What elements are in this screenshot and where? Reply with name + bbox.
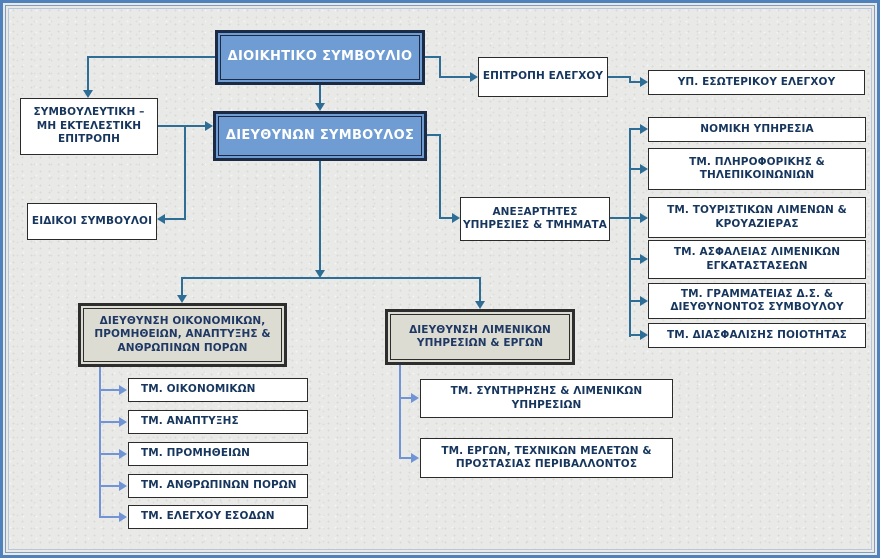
arrowhead-security-right	[640, 254, 648, 264]
connector-division-finance-v	[181, 279, 183, 296]
node-secretariat-dept: ΤΜ. ΓΡΑΜΜΑΤΕΙΑΣ Δ.Σ. & ΔΙΕΥΘΥΝΟΝΤΟΣ ΣΥΜΒ…	[648, 283, 866, 319]
node-division-finance: ΔΙΕΥΘΥΝΣΗ ΟΙΚΟΝΟΜΙΚΩΝ, ΠΡΟΜΗΘΕΙΩΝ, ΑΝΑΠΤ…	[78, 303, 287, 367]
connector-security-h	[629, 258, 641, 260]
connector-finance-dept4-h	[99, 485, 120, 487]
node-tourist-ports-dept: ΤΜ. ΤΟΥΡΙΣΤΙΚΩΝ ΛΙΜΕΝΩΝ & ΚΡΟΥΑΖΙΕΡΑΣ	[648, 197, 866, 238]
arrowhead-internal-right	[640, 77, 648, 87]
arrowhead-ceo-left-right	[205, 121, 213, 131]
arrowhead-finance-dept4	[119, 481, 127, 491]
arrowhead-finance-dept3	[119, 449, 127, 459]
connector-secretariat-h	[629, 300, 641, 302]
connector-it-h	[629, 168, 641, 170]
arrowhead-finance-dept5	[119, 512, 127, 522]
arrowhead-advisory-down	[83, 90, 93, 98]
node-advisory-committee: ΣΥΜΒΟΥΛΕΥΤΙΚΗ – ΜΗ ΕΚΤΕΛΕΣΤΙΚΗ ΕΠΙΤΡΟΠΗ	[20, 98, 158, 155]
node-port-security-dept: ΤΜ. ΑΣΦΑΛΕΙΑΣ ΛΙΜΕΝΙΚΩΝ ΕΓΚΑΤΑΣΤΑΣΕΩΝ	[648, 240, 866, 279]
arrowhead-ceo-down	[315, 103, 325, 111]
connector-board-audit-h1	[425, 56, 441, 58]
arrowhead-tourist-right	[640, 213, 648, 223]
connector-port-spine-v	[399, 365, 401, 459]
node-special-advisors: ΕΙΔΙΚΟΙ ΣΥΜΒΟΥΛΟΙ	[27, 203, 157, 240]
connector-ceo-divisions-v	[319, 161, 321, 271]
arrowhead-independent-right	[452, 213, 460, 223]
connector-quality-h	[629, 334, 641, 336]
arrowhead-audit-right	[470, 72, 478, 82]
node-maintenance-dept: ΤΜ. ΣΥΝΤΗΡΗΣΗΣ & ΛΙΜΕΝΙΚΩΝ ΥΠΗΡΕΣΙΩΝ	[420, 379, 673, 418]
connector-division-port-v	[479, 279, 481, 302]
connector-port-dept2-h	[399, 457, 413, 459]
node-independent-services: ΑΝΕΞΑΡΤΗΤΕΣ ΥΠΗΡΕΣΙΕΣ & ΤΜΗΜΑΤΑ	[460, 197, 610, 241]
connector-ceo-independent-h1	[427, 134, 441, 136]
connector-advisory-ceo-h	[158, 125, 206, 127]
connector-audit-internal-v	[629, 76, 631, 83]
connector-board-audit-v	[439, 56, 441, 77]
connector-ceo-independent-h2	[439, 217, 454, 219]
arrowhead-port-dept1	[411, 393, 419, 403]
connector-finance-dept2-h	[99, 421, 120, 423]
connector-port-dept1-h	[399, 397, 413, 399]
node-division-port: ΔΙΕΥΘΥΝΣΗ ΛΙΜΕΝΙΚΩΝ ΥΠΗΡΕΣΙΩΝ & ΕΡΓΩΝ	[385, 309, 575, 365]
node-procurement-dept: ΤΜ. ΠΡΟΜΗΘΕΙΩΝ	[128, 442, 308, 466]
node-internal-audit: ΥΠ. ΕΣΩΤΕΡΙΚΟΥ ΕΛΕΓΧΟΥ	[648, 70, 865, 95]
node-development-dept: ΤΜ. ΑΝΑΠΤΥΞΗΣ	[128, 410, 308, 434]
node-hr-dept: ΤΜ. ΑΝΘΡΩΠΙΝΩΝ ΠΟΡΩΝ	[128, 474, 308, 498]
connector-ceo-independent-v	[439, 134, 441, 219]
connector-divisions-h	[181, 277, 481, 279]
arrowhead-it-right	[640, 164, 648, 174]
node-quality-assurance-dept: ΤΜ. ΔΙΑΣΦΑΛΙΣΗΣ ΠΟΙΟΤΗΤΑΣ	[648, 323, 866, 348]
connector-board-audit-h2	[439, 76, 471, 78]
arrowhead-finance-dept1	[119, 385, 127, 395]
arrowhead-special-advisors-left	[157, 214, 165, 224]
connector-legal-h	[629, 128, 641, 130]
arrowhead-port-dept2	[411, 453, 419, 463]
arrowhead-division-port-down	[475, 301, 485, 309]
connector-finance-spine-v	[99, 367, 101, 518]
node-it-telecom-dept: ΤΜ. ΠΛΗΡΟΦΟΡΙΚΗΣ & ΤΗΛΕΠΙΚΟΙΝΩΝΙΩΝ	[648, 148, 866, 190]
arrowhead-legal-right	[640, 124, 648, 134]
connector-board-advisory-v	[87, 56, 89, 90]
arrowhead-division-finance-down	[177, 295, 187, 303]
connector-special-advisors-v	[184, 125, 186, 220]
connector-board-ceo-v	[319, 85, 321, 104]
connector-audit-internal-h1	[608, 76, 631, 78]
connector-finance-dept3-h	[99, 453, 120, 455]
node-legal-service: ΝΟΜΙΚΗ ΥΠΗΡΕΣΙΑ	[648, 117, 866, 142]
node-finance-dept: ΤΜ. ΟΙΚΟΝΟΜΙΚΩΝ	[128, 378, 308, 402]
arrowhead-secretariat-right	[640, 296, 648, 306]
node-works-environment-dept: ΤΜ. ΕΡΓΩΝ, ΤΕΧΝΙΚΩΝ ΜΕΛΕΤΩΝ & ΠΡΟΣΤΑΣΙΑΣ…	[420, 438, 673, 478]
connector-special-advisors-h	[164, 218, 186, 220]
node-revenue-control-dept: ΤΜ. ΕΛΕΓΧΟΥ ΕΣΟΔΩΝ	[128, 505, 308, 529]
node-ceo: ΔΙΕΥΘΥΝΩΝ ΣΥΜΒΟΥΛΟΣ	[213, 111, 427, 161]
connector-finance-dept1-h	[99, 389, 120, 391]
connector-tourist-h	[629, 217, 641, 219]
arrowhead-divisions-junction-down	[315, 270, 325, 278]
node-board: ΔΙΟΙΚΗΤΙΚΟ ΣΥΜΒΟΥΛΙΟ	[215, 30, 425, 85]
connector-right-spine-v	[629, 128, 631, 337]
connector-independent-spine-h	[610, 217, 631, 219]
node-audit-committee: ΕΠΙΤΡΟΠΗ ΕΛΕΓΧΟΥ	[478, 57, 608, 97]
arrowhead-quality-right	[640, 330, 648, 340]
connector-board-advisory-h	[88, 56, 215, 58]
connector-finance-dept5-h	[99, 516, 120, 518]
arrowhead-finance-dept2	[119, 417, 127, 427]
connector-audit-internal-h2	[629, 81, 641, 83]
